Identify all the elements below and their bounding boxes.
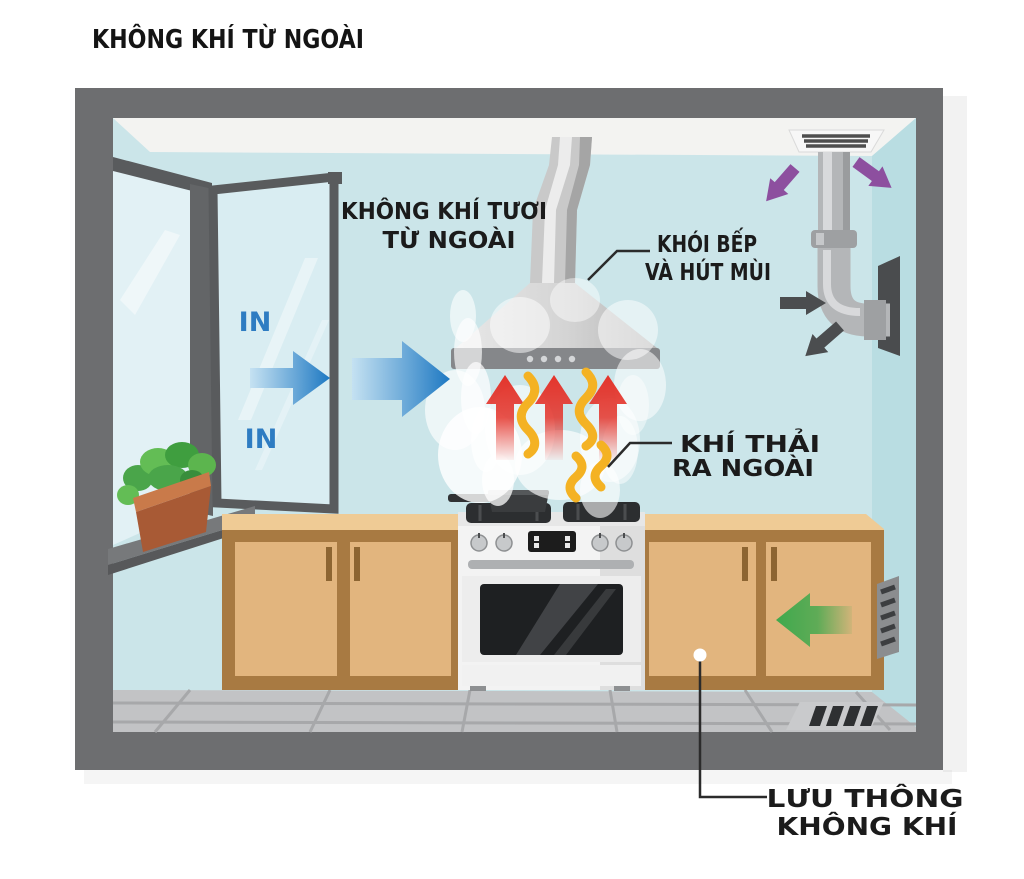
frame-shadow-bottom <box>84 770 952 784</box>
yellow-wisp <box>565 451 587 503</box>
window <box>108 157 342 575</box>
annotation-labels: KHÔNG KHÍ TỪ NGOÀI KHÔNG KHÍ TƯƠI TỪ NGO… <box>92 23 964 841</box>
cabinet-handle <box>354 547 360 581</box>
diagram-title: KHÔNG KHÍ TỪ NGOÀI <box>92 23 364 55</box>
cabinet-handle <box>326 547 332 581</box>
circulation-label-line2: KHÔNG KHÍ <box>777 811 958 841</box>
red-up-arrow <box>589 375 627 460</box>
in-label-bottom: IN <box>245 424 278 455</box>
fresh-air-arrow-small <box>250 351 330 405</box>
cooking-smoke-label-line1: KHÓI BẾP <box>657 227 757 258</box>
stove <box>448 490 645 691</box>
room-interior: IN IN <box>108 118 917 733</box>
left-countertop <box>222 514 458 530</box>
wall-vent-icon <box>877 576 899 659</box>
oven-handle <box>468 560 634 569</box>
pointer-circulation-dot <box>693 648 707 662</box>
left-cabinet <box>222 514 458 690</box>
fresh-air-label-line2: TỪ NGOÀI <box>383 226 516 254</box>
ceiling-vent-duct <box>766 129 900 357</box>
in-label-top: IN <box>239 307 272 338</box>
vent-spread-arrows <box>766 157 892 202</box>
window-plant <box>117 442 216 552</box>
circulation-left-arrow <box>776 593 852 647</box>
right-countertop <box>645 514 884 530</box>
floor <box>112 689 917 733</box>
heat-rising-arrows <box>486 375 627 460</box>
yellow-wisp <box>590 440 612 492</box>
purple-down-right-arrow <box>852 157 892 188</box>
red-up-arrow <box>535 375 573 460</box>
fresh-air-arrow-big <box>352 341 450 417</box>
cabinet-door <box>350 542 451 676</box>
yellow-wisp <box>574 367 598 451</box>
cabinet-handle <box>742 547 748 581</box>
frame-shadow-right <box>943 96 967 772</box>
pointer-circulation <box>698 661 767 799</box>
window-open-pane <box>208 171 342 514</box>
duct-exhaust-arrows <box>780 291 844 357</box>
fresh-air-label-line1: KHÔNG KHÍ TƯƠI <box>341 197 547 225</box>
cabinet-handle <box>771 547 777 581</box>
dark-right-arrow <box>780 291 826 315</box>
dark-down-left-arrow <box>805 321 844 357</box>
red-up-arrow <box>486 375 524 460</box>
yellow-wisp <box>516 371 540 459</box>
window-top-frame <box>113 157 212 196</box>
cabinet-door <box>235 542 337 676</box>
window-jamb <box>190 184 213 516</box>
circulation-label-line1: LƯU THÔNG <box>767 783 964 813</box>
right-cabinet <box>645 514 884 690</box>
exhaust-label-line1: KHÍ THẢI <box>680 428 820 458</box>
floor-vent-icon <box>786 702 884 730</box>
ceiling <box>113 118 916 156</box>
smoke-wisps <box>516 367 612 503</box>
pointer-exhaust <box>607 441 672 468</box>
pointer-cooking-smoke <box>587 249 650 281</box>
cooking-smoke-label-line2: VÀ HÚT MÙI <box>645 258 771 286</box>
stove-display <box>528 531 576 552</box>
purple-down-left-arrow <box>766 164 800 202</box>
exhaust-label-line2: RA NGOÀI <box>672 454 814 482</box>
